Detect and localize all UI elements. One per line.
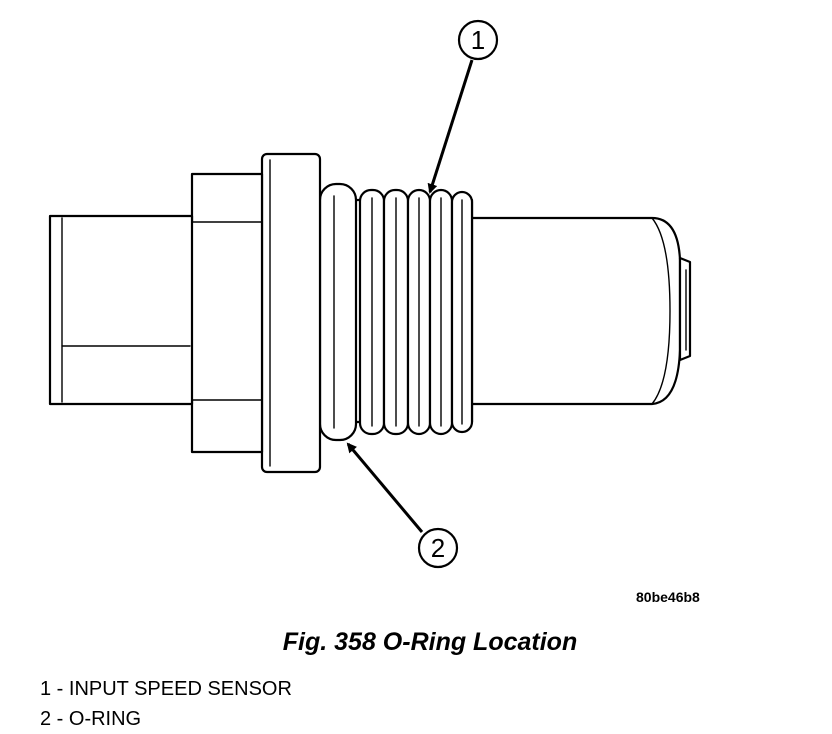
callout-2: 2 — [346, 442, 459, 569]
legend-item-1: 1 - INPUT SPEED SENSOR — [40, 678, 292, 700]
callout-1-number: 1 — [471, 25, 485, 55]
callout-1: 1 — [427, 19, 499, 194]
sensor-connector — [48, 214, 194, 406]
callout-2-number: 2 — [431, 533, 445, 563]
sensor-tip — [468, 216, 692, 406]
sensor-diagram: 1 2 80be46b8 — [48, 19, 700, 605]
sensor-hex-body — [184, 172, 264, 454]
legend: 1 - INPUT SPEED SENSOR 2 - O-RING — [40, 674, 292, 734]
o-ring — [318, 182, 358, 442]
sensor-threads — [350, 188, 474, 436]
figure-caption: Fig. 358 O-Ring Location — [282, 628, 578, 656]
sensor-flange — [260, 152, 322, 474]
legend-item-2: 2 - O-RING — [40, 708, 142, 730]
image-code: 80be46b8 — [636, 589, 700, 605]
